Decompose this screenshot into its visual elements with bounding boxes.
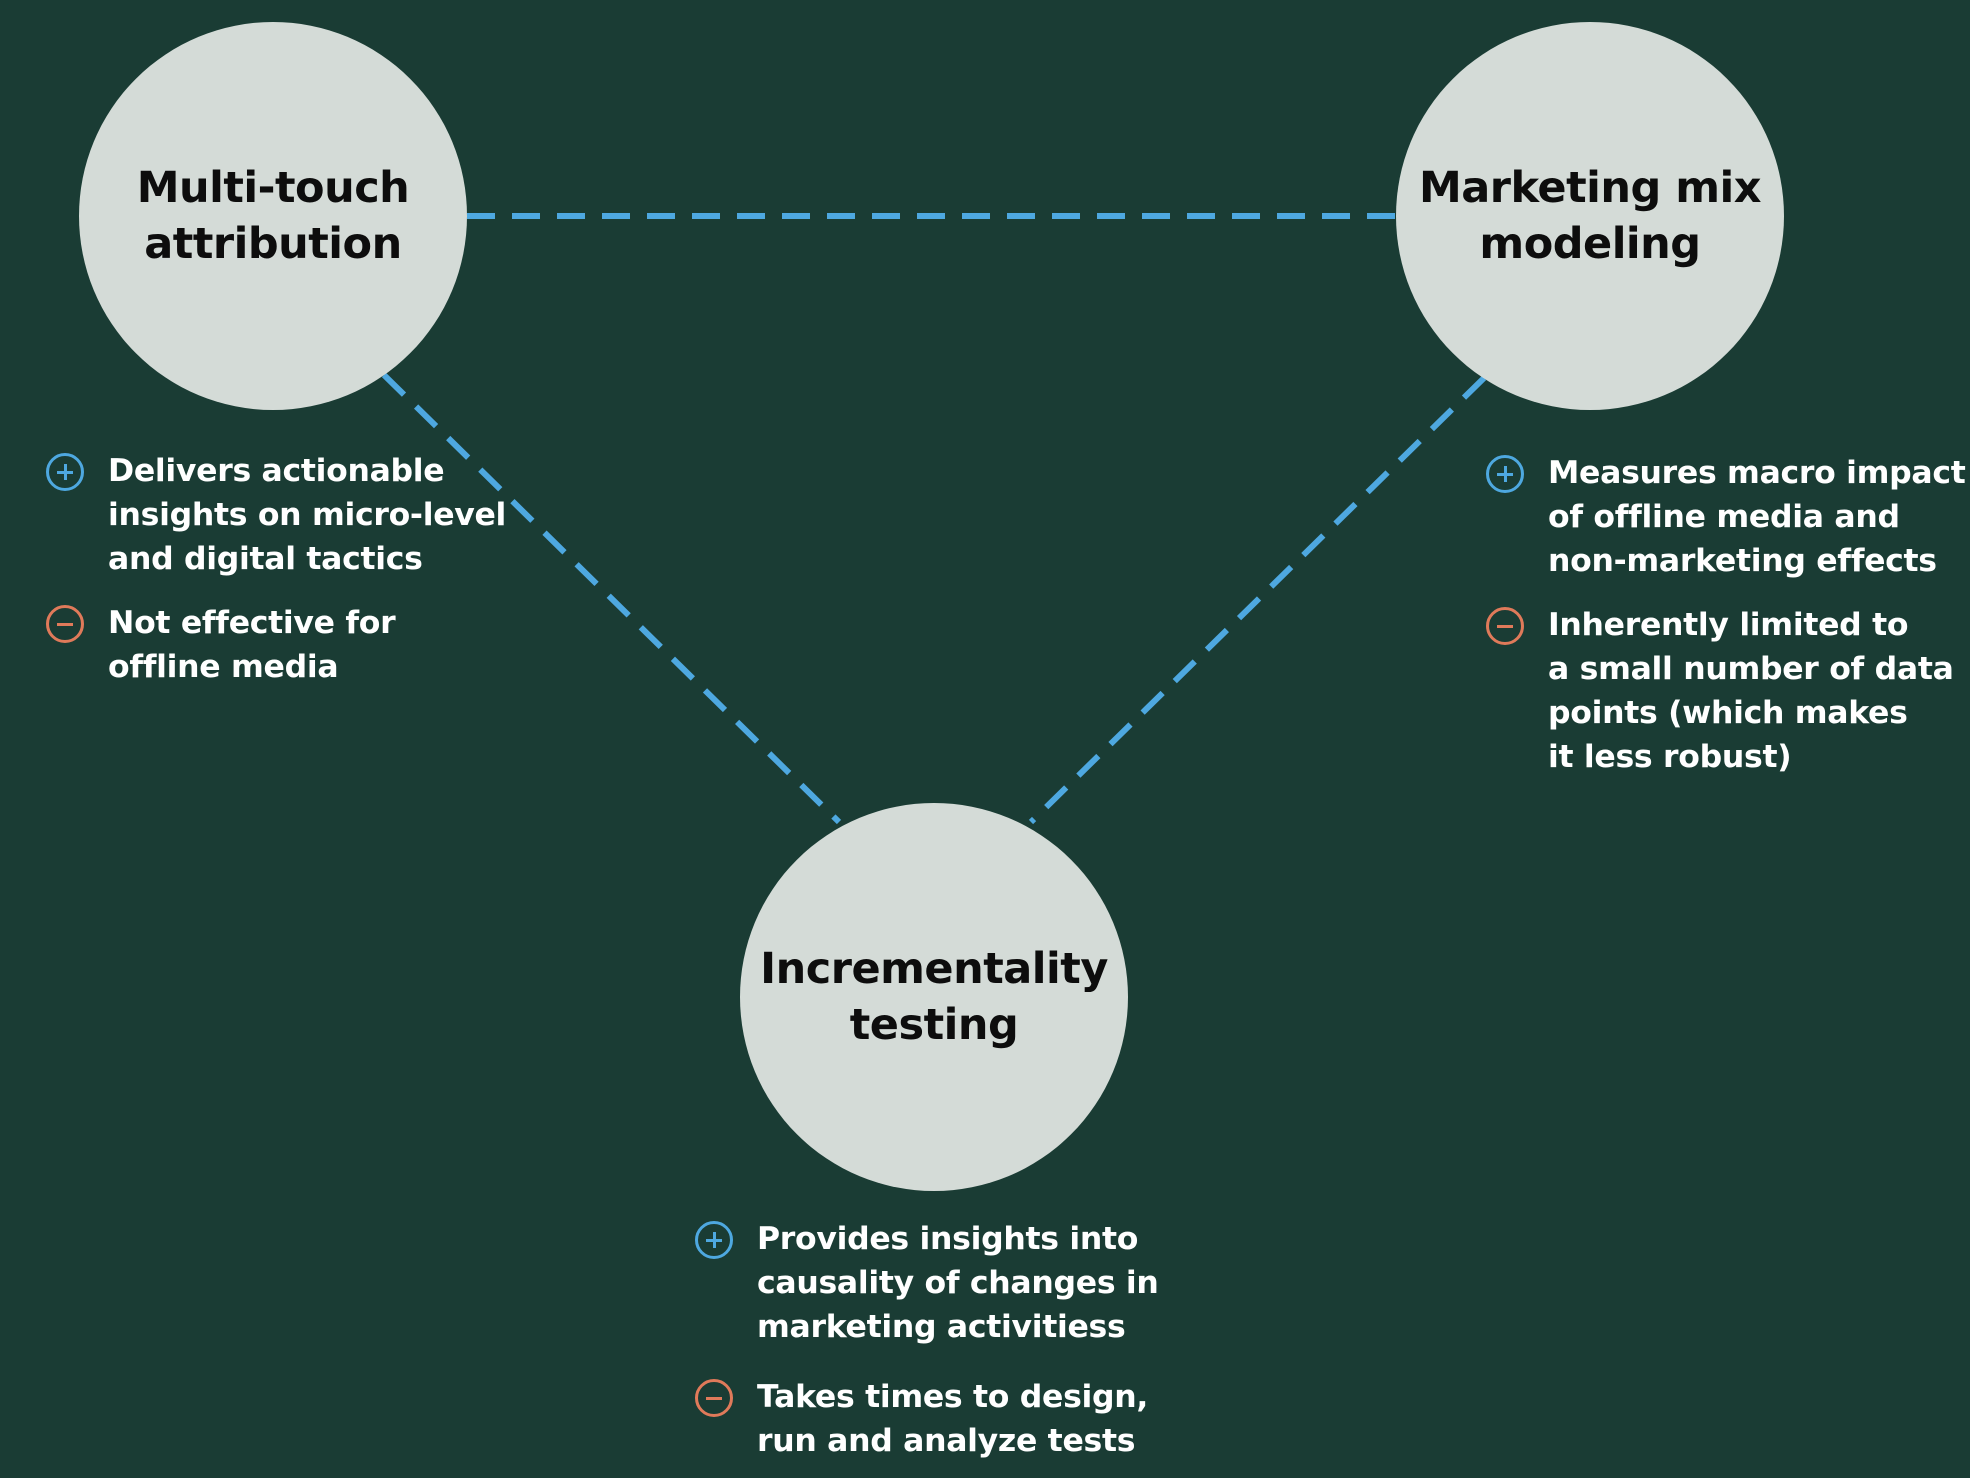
node-marketing-mix-modeling: Marketing mix modeling <box>1396 22 1784 410</box>
plus-circle-icon <box>46 453 84 491</box>
con-item: Takes times to design, run and analyze t… <box>695 1375 1159 1463</box>
minus-circle-icon <box>1486 607 1524 645</box>
node-multi-touch-attribution: Multi-touch attribution <box>79 22 467 410</box>
minus-circle-icon <box>695 1379 733 1417</box>
notes-multi-touch-attribution: Delivers actionable insights on micro-le… <box>46 449 506 709</box>
con-item: Inherently limited to a small number of … <box>1486 603 1966 779</box>
node-title: Incrementality testing <box>760 944 1108 1050</box>
plus-circle-icon <box>1486 455 1524 493</box>
pro-text: Provides insights into causality of chan… <box>757 1221 1159 1345</box>
con-text: Takes times to design, run and analyze t… <box>757 1379 1149 1459</box>
pro-text: Delivers actionable insights on micro-le… <box>108 453 507 577</box>
node-title: Marketing mix modeling <box>1418 163 1762 269</box>
plus-circle-icon <box>695 1221 733 1259</box>
node-incrementality-testing: Incrementality testing <box>740 803 1128 1191</box>
con-text: Not effective for offline media <box>108 605 396 685</box>
con-item: Not effective for offline media <box>46 601 506 689</box>
connector-mta-inc <box>381 372 842 825</box>
pro-item: Provides insights into causality of chan… <box>695 1217 1159 1349</box>
notes-incrementality-testing: Provides insights into causality of chan… <box>695 1217 1159 1478</box>
pro-item: Measures macro impact of offline media a… <box>1486 451 1966 583</box>
node-title: Multi-touch attribution <box>136 163 410 269</box>
minus-circle-icon <box>46 605 84 643</box>
notes-marketing-mix-modeling: Measures macro impact of offline media a… <box>1486 451 1966 799</box>
pro-text: Measures macro impact of offline media a… <box>1548 455 1966 579</box>
pro-item: Delivers actionable insights on micro-le… <box>46 449 506 581</box>
con-text: Inherently limited to a small number of … <box>1548 607 1954 775</box>
connector-mmm-inc <box>1028 375 1487 825</box>
